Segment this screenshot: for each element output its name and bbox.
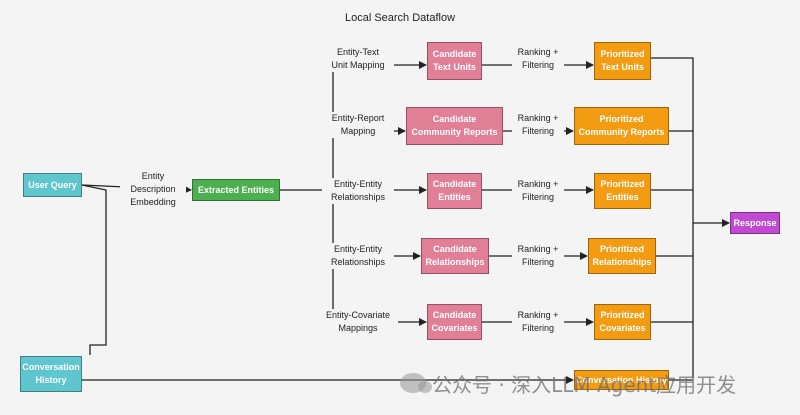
node-conversation-history-output-label: Conversation History [575,374,668,385]
diagram-title: Local Search Dataflow [344,12,456,24]
edge-label-entity-description-embedding: Entity Description Embedding [120,170,186,209]
node-prioritized-text-units[interactable]: Prioritized Text Units [594,42,651,80]
node-candidate-relationships[interactable]: Candidate Relationships [421,238,489,274]
edge-label-ranking-filtering-2: Ranking + Filtering [512,112,564,138]
node-candidate-community-reports[interactable]: Candidate Community Reports [406,107,503,145]
node-candidate-relationships-label: Candidate Relationships [425,244,485,267]
node-extracted-entities-label: Extracted Entities [197,184,275,195]
node-prioritized-covariates-label: Prioritized Covariates [599,310,646,333]
edge-label-entity-covariate-mappings: Entity-Covariate Mappings [318,309,398,335]
node-conversation-history[interactable]: Conversation History [20,356,82,392]
node-user-query-label: User Query [28,179,77,190]
node-candidate-entities[interactable]: Candidate Entities [427,173,482,209]
wechat-icon [400,373,432,393]
node-candidate-text-units[interactable]: Candidate Text Units [427,42,482,80]
node-prioritized-text-units-label: Prioritized Text Units [600,49,645,72]
node-prioritized-entities-label: Prioritized Entities [600,179,645,202]
node-prioritized-entities[interactable]: Prioritized Entities [594,173,651,209]
node-response[interactable]: Response [730,212,780,234]
node-candidate-covariates-label: Candidate Covariates [431,310,478,333]
edge-label-ranking-filtering-1: Ranking + Filtering [512,46,564,72]
edge-label-ranking-filtering-4: Ranking + Filtering [512,243,564,269]
edge-label-ranking-filtering-5: Ranking + Filtering [512,309,564,335]
node-conversation-history-label: Conversation History [22,362,80,385]
node-prioritized-relationships-label: Prioritized Relationships [592,244,652,267]
node-conversation-history-output[interactable]: Conversation History [574,370,669,390]
node-prioritized-relationships[interactable]: Prioritized Relationships [588,238,656,274]
node-user-query[interactable]: User Query [23,173,82,197]
edge-query-branch [81,184,107,355]
node-extracted-entities[interactable]: Extracted Entities [192,179,280,201]
node-candidate-text-units-label: Candidate Text Units [432,49,477,72]
edge-label-ranking-filtering-3: Ranking + Filtering [512,178,564,204]
watermark-text: 公众号 · 深入LLM Agent应用开发 [432,372,737,397]
edge-collect-1 [651,57,694,378]
node-prioritized-covariates[interactable]: Prioritized Covariates [594,304,651,340]
node-candidate-community-reports-label: Candidate Community Reports [411,114,498,137]
edge-label-entity-entity-relationships-1: Entity-Entity Relationships [322,178,394,204]
edge-label-entity-entity-relationships-2: Entity-Entity Relationships [322,243,394,269]
watermark: 公众号 · 深入LLM Agent应用开发 [400,368,736,398]
node-prioritized-community-reports-label: Prioritized Community Reports [578,114,665,137]
edge-label-entity-report-mapping: Entity-Report Mapping [322,112,394,138]
edge-label-entity-text-unit-mapping: Entity-Text Unit Mapping [322,46,394,72]
node-response-label: Response [733,217,777,228]
node-candidate-entities-label: Candidate Entities [432,179,477,202]
node-candidate-covariates[interactable]: Candidate Covariates [427,304,482,340]
node-prioritized-community-reports[interactable]: Prioritized Community Reports [574,107,669,145]
